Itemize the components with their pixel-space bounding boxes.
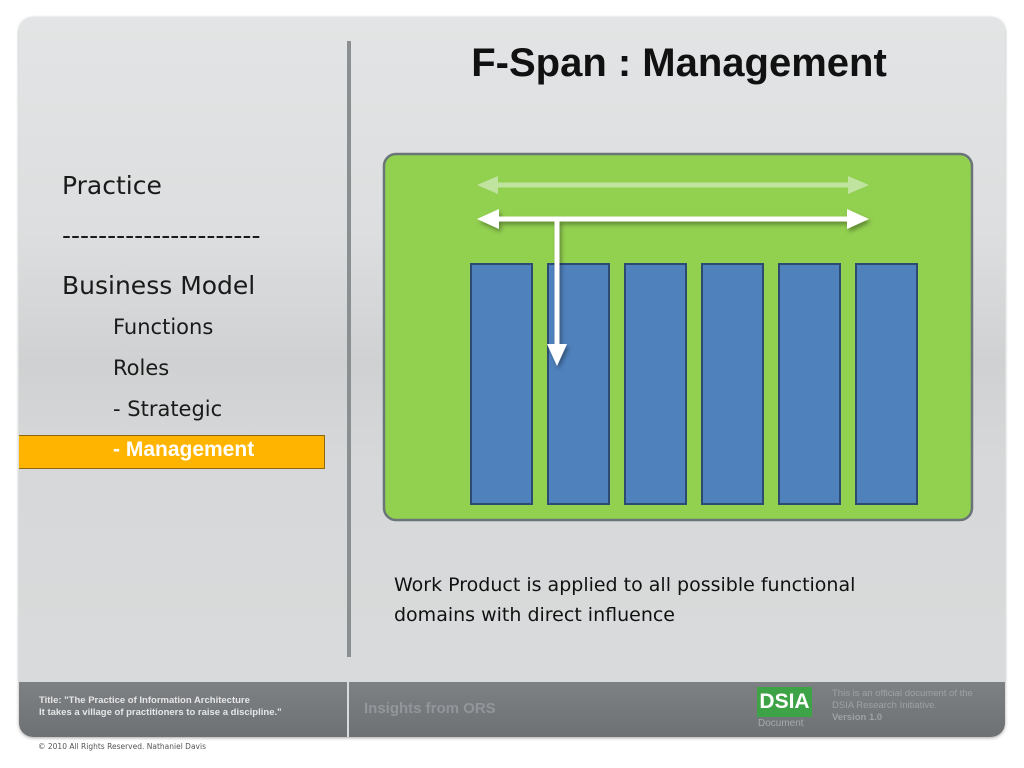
- slide-title: F-Span : Management: [471, 41, 887, 85]
- nav-separator: ----------------------: [62, 221, 261, 250]
- nav-item-functions: Functions: [113, 315, 214, 339]
- footer-title-line2: It takes a village of practitioners to r…: [39, 707, 282, 718]
- f-span-diagram: [382, 152, 974, 522]
- diagram-caption: Work Product is applied to all possible …: [394, 574, 856, 626]
- domain-column: [855, 263, 918, 505]
- footer-bar: Title: "The Practice of Information Arch…: [19, 682, 1005, 737]
- nav-item-roles: Roles: [113, 356, 170, 380]
- official-line2: DSIA Research Initiative.: [832, 700, 938, 711]
- footer-divider: [347, 682, 349, 737]
- vertical-divider: [347, 41, 351, 657]
- dsia-badge-subtitle: Document: [758, 718, 804, 729]
- dsia-logo: DSIA Document: [757, 687, 812, 732]
- footer-title: Title: "The Practice of Information Arch…: [39, 695, 282, 719]
- copyright-notice: © 2010 All Rights Reserved. Nathaniel Da…: [38, 742, 206, 751]
- nav-item-practice: Practice: [62, 171, 162, 200]
- domain-column: [701, 263, 764, 505]
- version-label: Version 1.0: [832, 712, 883, 723]
- dsia-badge-box: DSIA: [757, 687, 812, 717]
- footer-official-note: This is an official document of the DSIA…: [832, 688, 1002, 724]
- footer-insights: Insights from ORS: [364, 700, 496, 717]
- nav-item-strategic: - Strategic: [113, 397, 223, 421]
- official-line1: This is an official document of the: [832, 688, 973, 699]
- nav-item-management-highlight: - Management: [19, 435, 325, 469]
- functional-domains: [470, 263, 918, 505]
- nav-item-management: - Management: [113, 438, 255, 461]
- management-span-arrow: [477, 209, 869, 366]
- footer-title-line1: Title: "The Practice of Information Arch…: [39, 695, 250, 706]
- domain-column: [778, 263, 841, 505]
- nav-item-business-model: Business Model: [62, 271, 256, 300]
- domain-column: [470, 263, 533, 505]
- domain-column: [624, 263, 687, 505]
- faded-span-arrow: [477, 176, 869, 194]
- slide: F-Span : Management Practice -----------…: [19, 17, 1005, 737]
